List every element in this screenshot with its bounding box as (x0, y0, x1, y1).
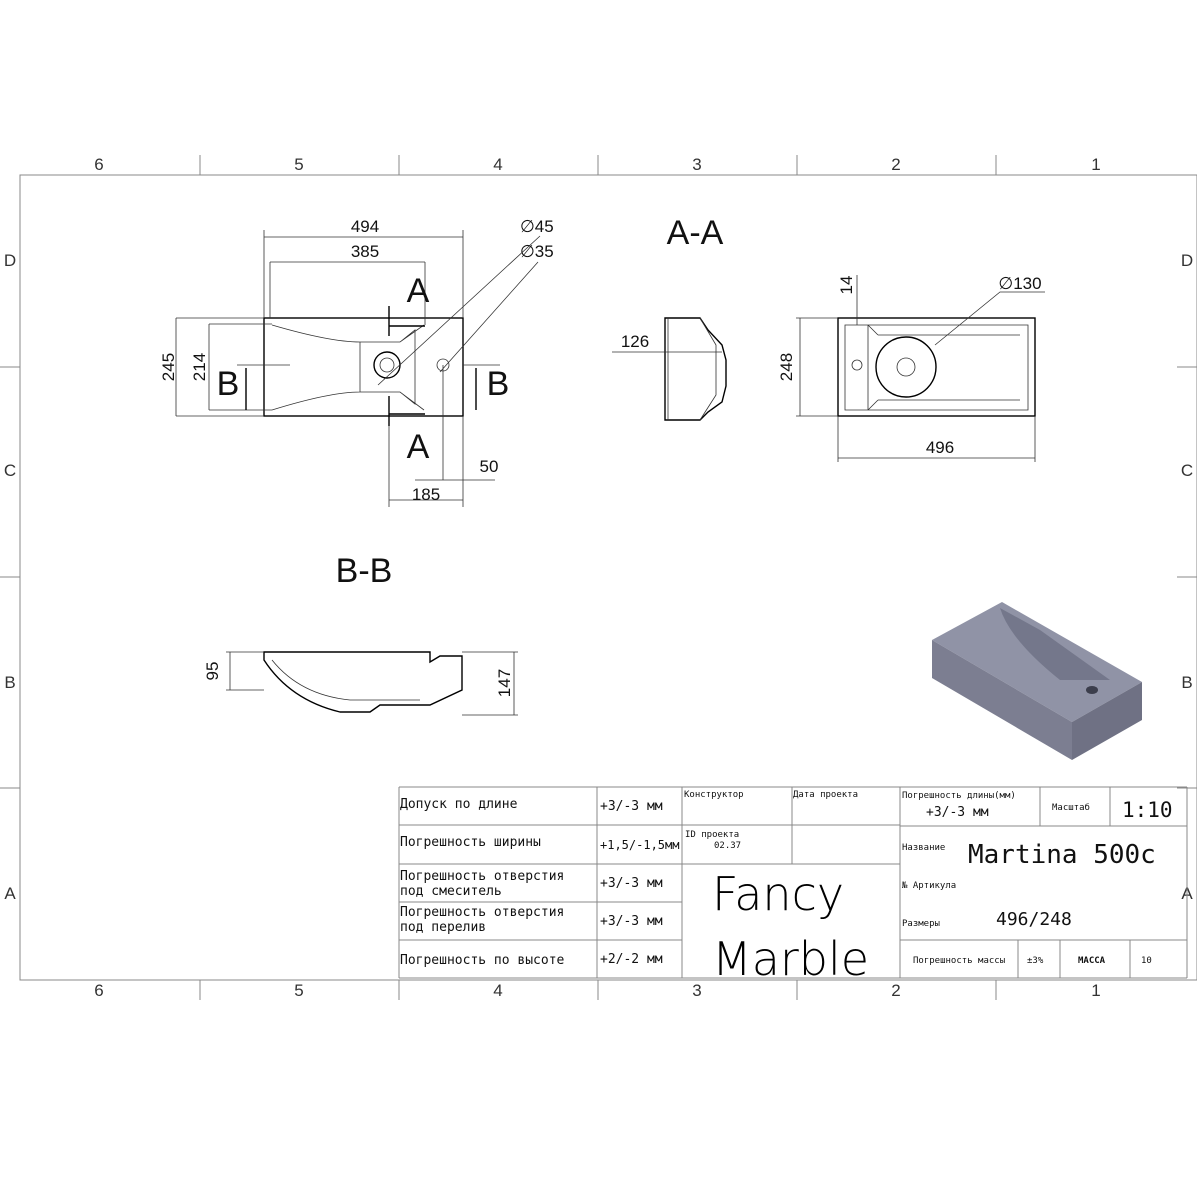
dim-rim: 14 (837, 276, 856, 295)
zone-col: 3 (692, 981, 701, 1000)
title-block: Допуск по длине +3/-3 мм Погрешность шир… (398, 786, 1188, 986)
section-a-label: A (407, 272, 430, 310)
mass-label: МАССА (1078, 956, 1106, 966)
project-id: 02.37 (714, 841, 741, 851)
dim-faucet-diameter: ∅35 (520, 242, 554, 261)
top-view: 494 385 ∅45 ∅35 245 214 50 185 A A B B (159, 217, 554, 507)
size-value: 496/248 (996, 909, 1072, 930)
zone-col: 6 (94, 981, 103, 1000)
tol-value: +3/-3 мм (600, 799, 663, 814)
zone-col: 1 (1091, 155, 1100, 174)
zone-col: 2 (891, 981, 900, 1000)
zone-ticks (0, 155, 1197, 1000)
zone-col: 4 (493, 981, 502, 1000)
dim-height: 147 (495, 669, 514, 697)
zone-col: 4 (493, 155, 502, 174)
section-bb-view: B-B 95 147 (203, 552, 518, 716)
dim-drain-diameter-130: ∅130 (998, 274, 1041, 293)
section-b-label: B (487, 365, 510, 403)
section-aa-title: A-A (667, 214, 724, 252)
project-date-label: Дата проекта (793, 790, 858, 800)
dim-width-248: 248 (777, 353, 796, 381)
zone-col: 3 (692, 155, 701, 174)
dim-length-496: 496 (926, 438, 954, 457)
tol-value: +3/-3 мм (600, 914, 663, 929)
zone-col: 1 (1091, 981, 1100, 1000)
drain-hole (373, 351, 401, 379)
zone-row: D (1181, 251, 1193, 270)
dim-drain-offset: 185 (412, 485, 440, 504)
length-tol-label: Погрешность длины(мм) (902, 791, 1016, 801)
zone-col: 2 (891, 155, 900, 174)
dim-inner-depth: 95 (203, 662, 222, 681)
sink-3d-render (932, 602, 1142, 760)
scale-value: 1:10 (1122, 798, 1173, 822)
dim-overall-length: 494 (351, 217, 379, 236)
project-id-label: ID проекта (685, 830, 739, 840)
article-label: № Артикула (901, 881, 956, 891)
company-logo-line1: Fancy (712, 867, 844, 921)
zone-row: D (4, 251, 16, 270)
tol-value: +1,5/-1,5мм (600, 838, 679, 852)
tol-value: +2/-2 мм (600, 952, 663, 967)
zone-col: 5 (294, 981, 303, 1000)
company-logo-line2: Marble (712, 932, 869, 986)
section-bb-title: B-B (336, 552, 393, 590)
tol-label: Погрешность отверстия под перелив (400, 905, 572, 935)
designer-label: Конструктор (684, 790, 744, 800)
zone-col: 5 (294, 155, 303, 174)
size-label: Размеры (902, 919, 940, 929)
tol-label: Погрешность ширины (400, 835, 541, 850)
dim-section-depth: 126 (621, 332, 649, 351)
tol-label: Погрешность отверстия под смеситель (400, 869, 572, 899)
zone-row: C (1181, 461, 1193, 480)
name-label: Название (902, 843, 945, 853)
product-name: Martina 500c (968, 840, 1156, 870)
front-view: ∅130 14 248 496 (777, 274, 1045, 462)
zone-labels-rows: D C B A D C B A (4, 251, 1193, 903)
dim-overall-width: 245 (159, 353, 178, 381)
dim-bowl-length: 385 (351, 242, 379, 261)
zone-row: B (1181, 673, 1192, 692)
section-aa-view: A-A 126 (612, 214, 727, 421)
dim-bowl-width: 214 (190, 353, 209, 381)
length-tol-value: +3/-3 мм (926, 805, 989, 820)
scale-label: Масштаб (1052, 802, 1090, 813)
tol-value: +3/-3 мм (600, 876, 663, 891)
mass-value: 10 (1141, 956, 1152, 966)
zone-row: A (4, 884, 16, 903)
section-b-label: B (217, 365, 240, 403)
mass-tol-value: ±3% (1027, 956, 1044, 966)
tol-label: Погрешность по высоте (400, 953, 565, 968)
dim-hole-offset: 50 (480, 457, 499, 476)
zone-labels-top: 6 5 4 3 2 1 (94, 155, 1100, 174)
zone-row: C (4, 461, 16, 480)
zone-row: B (4, 673, 15, 692)
tol-label: Допуск по длине (400, 797, 518, 812)
bowl-drain (875, 336, 937, 398)
zone-labels-bottom: 6 5 4 3 2 1 (94, 981, 1100, 1000)
mass-tol-label: Погрешность массы (913, 956, 1005, 966)
section-a-label: A (407, 428, 430, 466)
dim-drain-diameter: ∅45 (520, 217, 554, 236)
zone-col: 6 (94, 155, 103, 174)
